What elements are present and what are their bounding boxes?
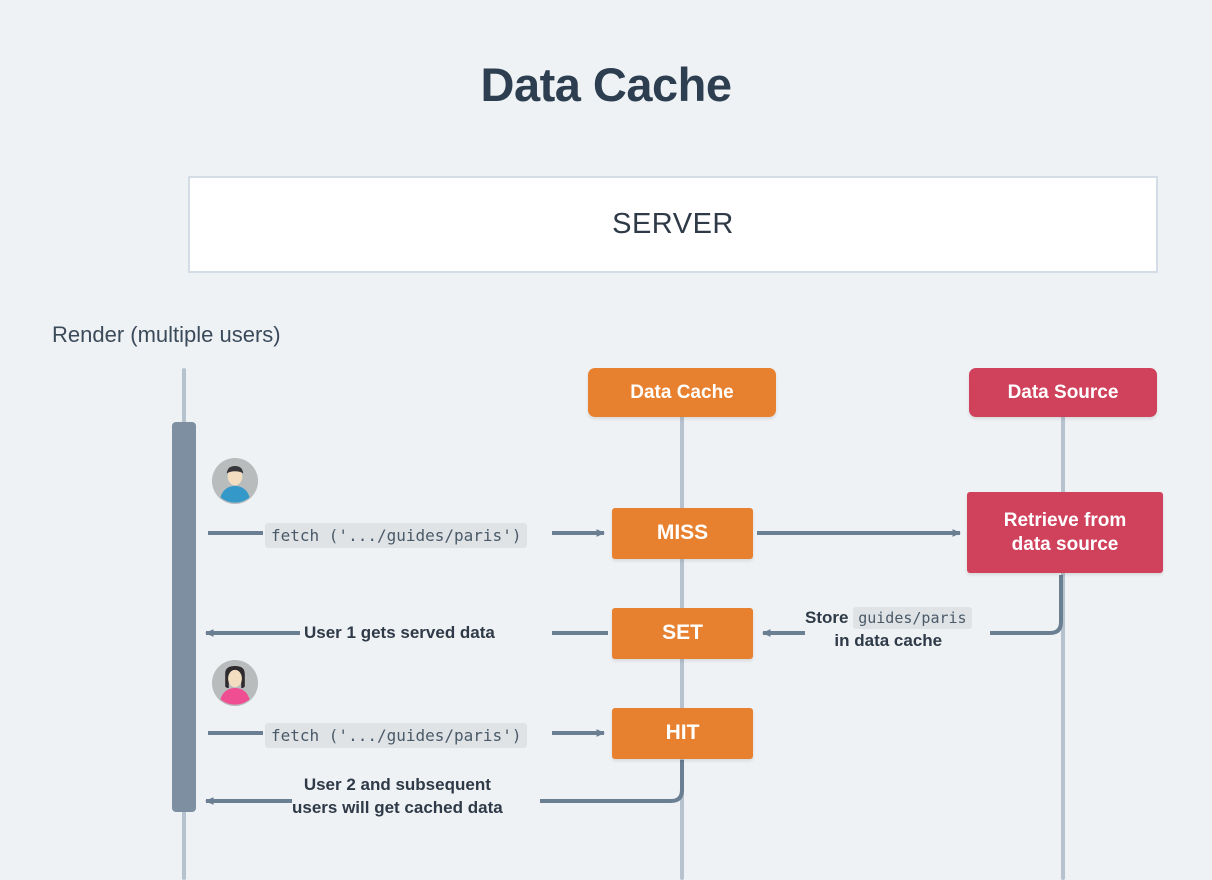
page-title: Data Cache [480, 58, 733, 111]
label-fetch-user-1: fetch ('.../guides/paris') [265, 523, 528, 548]
avatar-user-1 [212, 458, 258, 504]
store-prefix: Store [805, 608, 849, 627]
store-suffix: in data cache [834, 630, 943, 650]
avatar-user-2 [212, 660, 258, 706]
node-data-cache-header[interactable]: Data Cache [588, 368, 776, 417]
server-panel: SERVER [188, 176, 1158, 273]
lifeline-data-source [1061, 406, 1065, 880]
node-cache-set[interactable]: SET [612, 608, 753, 659]
user2-line-2: users will get cached data [292, 797, 503, 817]
server-label: SERVER [612, 208, 734, 240]
render-section-label: Render (multiple users) [52, 322, 281, 347]
node-cache-miss[interactable]: MISS [612, 508, 753, 559]
label-user1-served: User 1 gets served data [304, 622, 495, 645]
node-retrieve-from-data-source[interactable]: Retrieve from data source [967, 492, 1163, 573]
retrieve-line-1: Retrieve from [1003, 509, 1127, 531]
activation-bar-user [172, 422, 196, 812]
store-code-chip: guides/paris [853, 607, 972, 629]
user2-line-1: User 2 and subsequent [303, 775, 491, 794]
label-user2-cached: User 2 and subsequent users will get cac… [292, 774, 503, 820]
label-fetch-user-2: fetch ('.../guides/paris') [265, 723, 528, 748]
node-cache-hit[interactable]: HIT [612, 708, 753, 759]
label-store-in-data-cache: Store guides/paris in data cache [805, 607, 972, 653]
node-data-source-header[interactable]: Data Source [969, 368, 1157, 417]
retrieve-line-2: data source [1011, 533, 1119, 555]
